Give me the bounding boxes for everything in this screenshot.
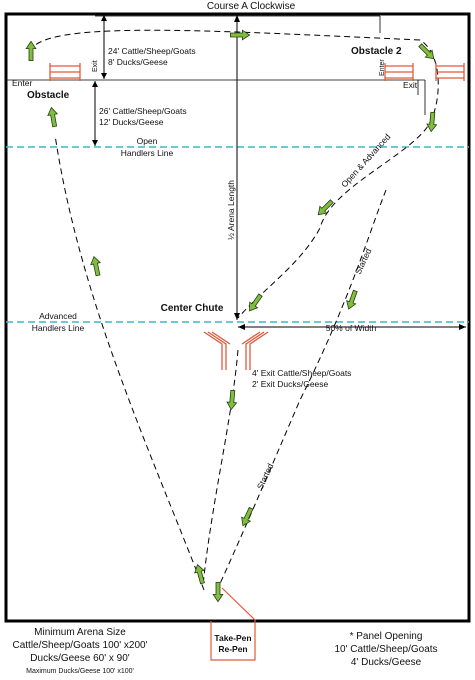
center-chute-label: Center Chute [161,303,224,314]
green-arrow-icon [88,255,104,277]
advanced-handlers-label-2: Handlers Line [32,323,85,333]
min-arena-line4: Maximum Ducks/Geese 100' x100' [26,668,134,675]
obstacle-right-enter: Enter [379,59,386,76]
panel-line1: * Panel Opening [350,631,423,642]
arena-length-label: ½ Arena Length [226,180,236,240]
take-pen: Take-Pen Re-Pen [210,587,256,661]
green-arrow-icon [416,41,438,63]
green-arrow-icon [212,582,224,602]
obstacle-left-exit: Exit [92,60,99,72]
panel-line3: 4' Ducks/Geese [351,657,422,668]
top-distance-line2: 8' Ducks/Geese [108,57,168,67]
mid-distance-line2: 12' Ducks/Geese [99,117,164,127]
chute-exit-line1: 4' Exit Cattle/Sheep/Goats [252,368,351,378]
take-pen-label: Take-Pen [214,633,251,643]
started-bottom-label: Started [255,462,276,491]
green-arrow-icon [314,197,336,219]
obstacle-right-exit: Exit [403,80,418,90]
course-title: Course A Clockwise [207,1,296,12]
obstacle-left-enter: Enter [12,78,32,88]
min-arena-line1: Minimum Arena Size [34,627,126,638]
center-chute-icon [203,331,269,370]
advanced-handlers-label-1: Advanced [39,311,77,321]
mid-distance-line1: 26' Cattle/Sheep/Goats [99,106,187,116]
green-arrow-icon [225,389,239,411]
fence-panel-icon [435,63,465,81]
fence-panel-icon [384,63,414,81]
green-arrow-icon [343,288,361,312]
arena-border [4,12,471,623]
open-advanced-label: Open & Advanced [339,132,392,190]
panel-line2: 10' Cattle/Sheep/Goats [334,644,437,655]
width-label: 50% of Width [326,323,377,333]
obstacle-left-name: Obstacle [27,90,70,101]
obstacle-right-name: Obstacle 2 [351,46,402,57]
min-arena-line2: Cattle/Sheep/Goats 100' x200' [12,640,147,651]
green-arrow-icon [238,505,256,529]
top-distance-line1: 24' Cattle/Sheep/Goats [108,46,196,56]
chute-exit-line2: 2' Exit Ducks/Geese [252,379,329,389]
fence-panel-icon [49,63,81,81]
re-pen-label: Re-Pen [218,644,247,654]
open-handlers-label-1: Open [137,136,158,146]
course-path [29,29,439,591]
open-handlers-label-2: Handlers Line [121,148,174,158]
green-arrow-icon [25,41,37,61]
started-right-label: Started [353,247,374,276]
min-arena-line3: Ducks/Geese 60' x 90' [30,653,130,664]
green-arrow-icon [46,106,60,128]
green-arrow-icon [425,111,439,133]
green-arrow-icon [245,291,265,315]
